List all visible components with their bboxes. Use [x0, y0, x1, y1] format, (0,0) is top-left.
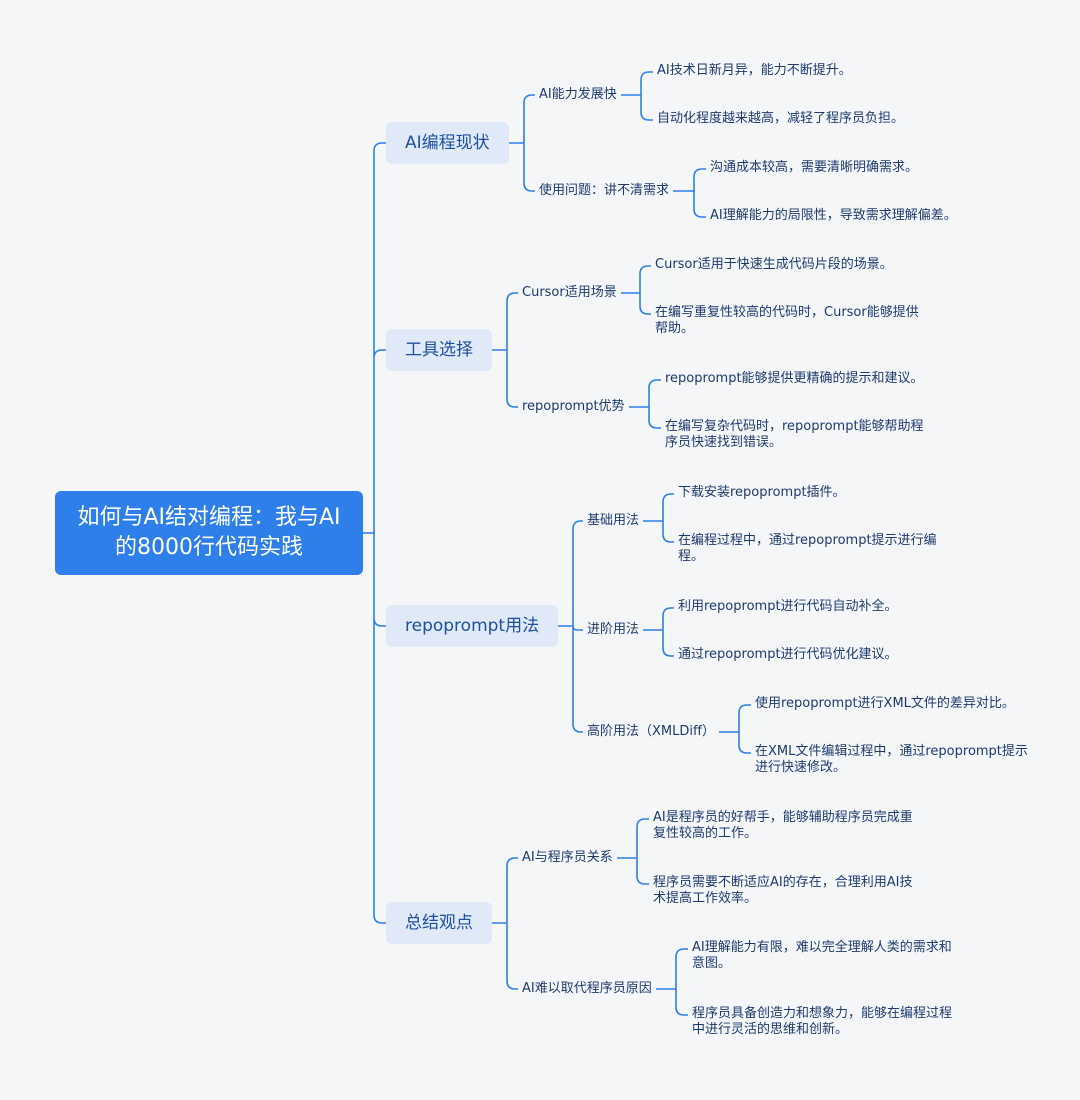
leaf-topic[interactable]: Cursor适用于快速生成代码片段的场景。 [655, 257, 893, 272]
leaf-topic[interactable]: AI是程序员的好帮手，能够辅助程序员完成重复性较高的工作。 [653, 810, 913, 841]
subtopic-ai-cannot-replace[interactable]: AI难以取代程序员原因 [522, 981, 652, 996]
leaf-topic[interactable]: AI理解能力有限，难以完全理解人类的需求和意图。 [692, 940, 952, 971]
branch-connector [492, 857, 518, 990]
leaf-topic[interactable]: 通过repoprompt进行代码优化建议。 [678, 647, 898, 662]
branch-topic-ai-status[interactable]: AI编程现状 [386, 122, 509, 164]
leaf-topic[interactable]: AI理解能力的局限性，导致需求理解偏差。 [710, 208, 957, 223]
root-topic[interactable]: 如何与AI结对编程：我与AI的8000行代码实践 [55, 491, 363, 575]
subtopic-usage-problem[interactable]: 使用问题：讲不清需求 [539, 183, 670, 198]
leaf-connector [719, 704, 751, 754]
leaf-topic[interactable]: 下载安装repoprompt插件。 [678, 485, 846, 500]
branch-connector [509, 94, 535, 192]
leaf-topic[interactable]: 在XML文件编辑过程中，通过repoprompt提示进行快速修改。 [755, 744, 1028, 775]
leaf-topic[interactable]: repoprompt能够提供更精确的提示和建议。 [665, 371, 924, 386]
leaf-topic[interactable]: 程序员需要不断适应AI的存在，合理利用AI技术提高工作效率。 [653, 875, 913, 906]
leaf-connector [643, 493, 674, 543]
subtopic-basic-usage[interactable]: 基础用法 [587, 513, 640, 528]
leaf-topic[interactable]: 利用repoprompt进行代码自动补全。 [678, 599, 898, 614]
leaf-topic[interactable]: 在编写重复性较高的代码时，Cursor能够提供帮助。 [655, 305, 919, 336]
subtopic-cursor-scenario[interactable]: Cursor适用场景 [522, 285, 617, 300]
leaf-connector [621, 71, 653, 121]
subtopic-ai-programmer-relation[interactable]: AI与程序员关系 [522, 850, 613, 865]
leaf-topic[interactable]: 沟通成本较高，需要清晰明确需求。 [710, 160, 919, 175]
branch-topic-summary[interactable]: 总结观点 [386, 902, 492, 944]
leaf-topic[interactable]: 在编程过程中，通过repoprompt提示进行编程。 [678, 533, 937, 564]
subtopic-repoprompt-advantage[interactable]: repoprompt优势 [522, 399, 625, 414]
leaf-connector [643, 607, 674, 657]
leaf-topic[interactable]: 自动化程度越来越高，减轻了程序员负担。 [657, 111, 905, 126]
root-connector [363, 142, 386, 924]
subtopic-advanced-usage[interactable]: 进阶用法 [587, 622, 640, 637]
subtopic-ai-fast-growth[interactable]: AI能力发展快 [539, 87, 617, 102]
leaf-connector [617, 818, 649, 885]
root-topic-label: 如何与AI结对编程：我与AI的8000行代码实践 [77, 505, 341, 560]
leaf-connector [621, 265, 651, 315]
leaf-connector [673, 168, 706, 218]
leaf-connector [629, 379, 661, 429]
leaf-topic[interactable]: 在编写复杂代码时，repoprompt能够帮助程序员快速找到错误。 [665, 419, 924, 450]
leaf-connector [656, 948, 688, 1016]
subtopic-expert-usage-xmldiff[interactable]: 高阶用法（XMLDiff） [587, 724, 715, 739]
branch-connector [492, 292, 518, 408]
branch-topic-tool-choice[interactable]: 工具选择 [386, 329, 492, 371]
leaf-topic[interactable]: 程序员具备创造力和想象力，能够在编程过程中进行灵活的思维和创新。 [692, 1006, 953, 1037]
leaf-topic[interactable]: AI技术日新月异，能力不断提升。 [657, 63, 852, 78]
leaf-topic[interactable]: 使用repoprompt进行XML文件的差异对比。 [755, 696, 1015, 711]
branch-connector [558, 520, 583, 733]
branch-topic-repoprompt-usage[interactable]: repoprompt用法 [386, 605, 559, 647]
